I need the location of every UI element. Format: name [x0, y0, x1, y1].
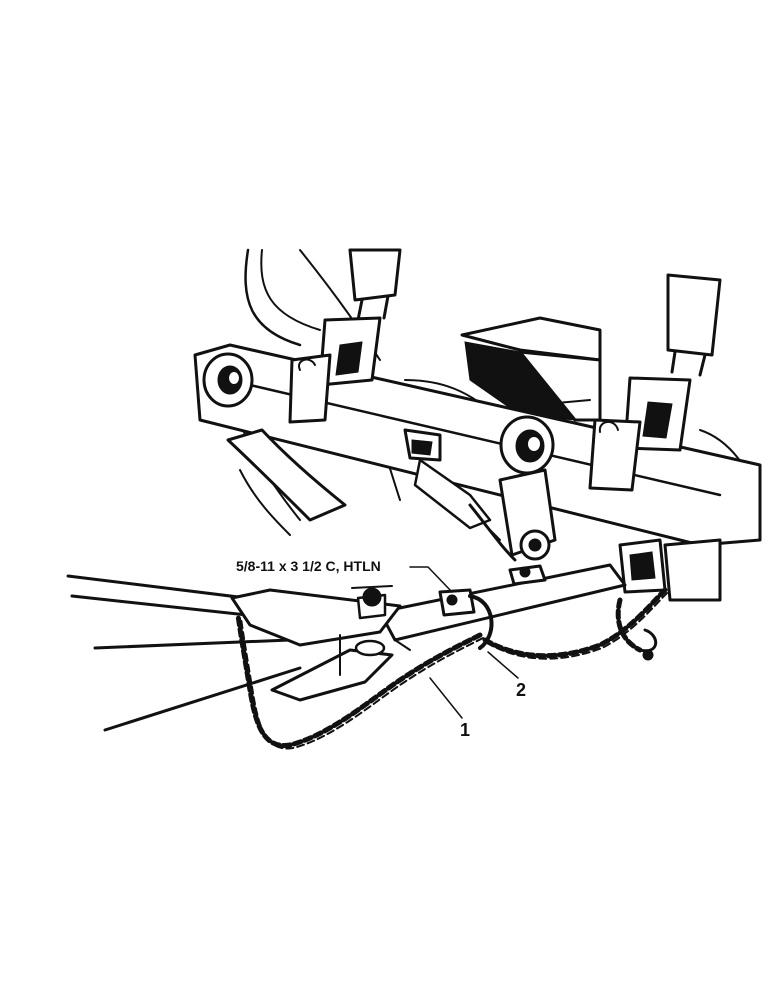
hitch-plates: [230, 585, 402, 702]
center-linkage: [403, 428, 557, 562]
leader-lines: [409, 566, 519, 719]
implement-tongue: [66, 563, 627, 732]
left-lower-plate: [226, 428, 347, 522]
safety-chain: [235, 587, 668, 750]
left-lift-link: [288, 248, 402, 424]
bolt-spec-label: 5/8-11 x 3 1/2 C, HTLN: [236, 558, 381, 574]
callout-item-1: 1: [460, 720, 470, 740]
right-lift-link: [588, 273, 722, 492]
drawbar-support-block: [460, 316, 602, 422]
tractor-chain-anchor: [618, 538, 722, 602]
clamp-bracket: [438, 564, 547, 650]
callout-item-2: 2: [516, 680, 526, 700]
